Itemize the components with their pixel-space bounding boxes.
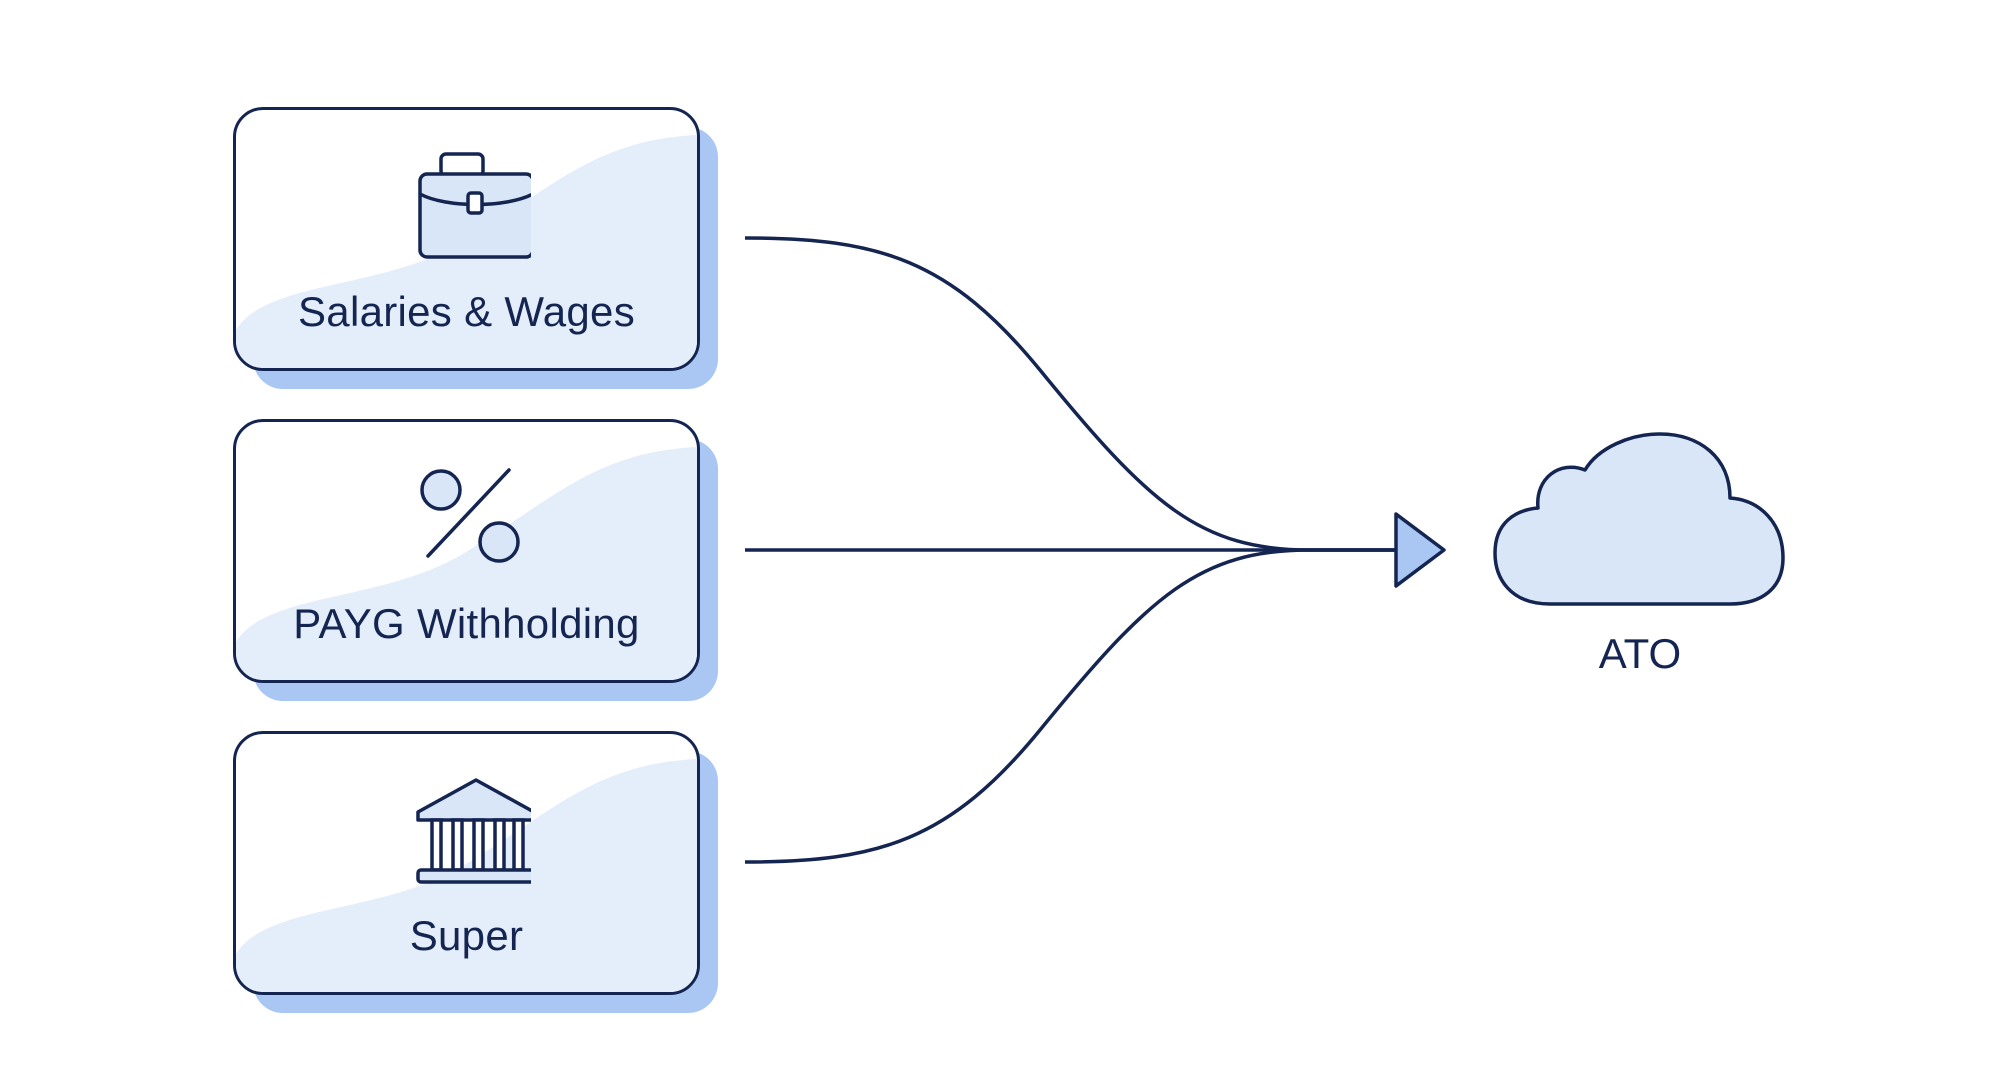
card-wave-decoration xyxy=(236,447,697,680)
source-label: PAYG Withholding xyxy=(293,600,640,647)
briefcase-icon xyxy=(418,152,531,259)
connector-super xyxy=(744,548,1395,864)
destination-label: ATO xyxy=(1598,630,1682,677)
percent-icon xyxy=(420,468,520,563)
source-label: Super xyxy=(409,912,524,959)
card-face: Super xyxy=(233,731,700,995)
source-card-payg: PAYG Withholding xyxy=(233,419,718,701)
bank-building-icon xyxy=(416,778,531,884)
connector-salaries xyxy=(744,236,1395,552)
card-face: PAYG Withholding xyxy=(233,419,700,683)
cloud-icon xyxy=(1493,432,1785,606)
arrowhead xyxy=(1394,512,1446,588)
card-face: Salaries & Wages xyxy=(233,107,700,371)
source-card-salaries: Salaries & Wages xyxy=(233,107,718,389)
source-label: Salaries & Wages xyxy=(297,288,636,335)
source-card-super: Super xyxy=(233,731,718,1013)
